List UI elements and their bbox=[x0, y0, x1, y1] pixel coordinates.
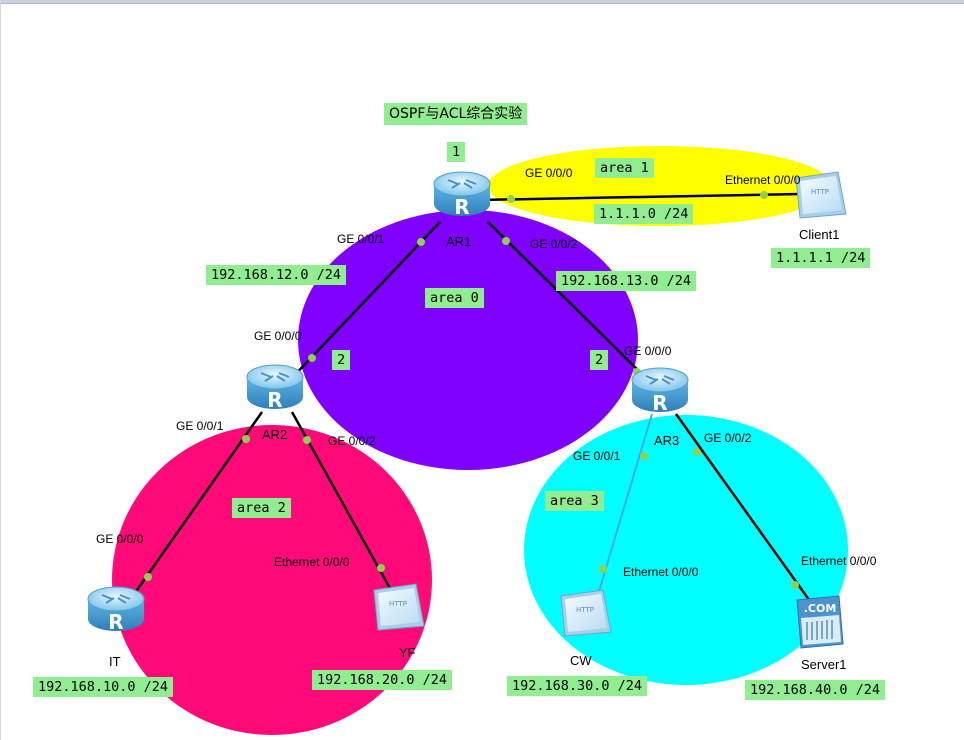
device-name-ar1: AR1 bbox=[446, 234, 472, 249]
port-label-ar2-g001: GE 0/0/1 bbox=[176, 419, 224, 433]
port-label-ar2-g002: GE 0/0/2 bbox=[328, 434, 376, 448]
device-name-cw: CW bbox=[570, 653, 592, 668]
port-label-ar3-g001: GE 0/0/1 bbox=[573, 449, 621, 463]
port-label-server1-eth: Ethernet 0/0/0 bbox=[801, 554, 877, 568]
link-ar1-ar2 bbox=[289, 221, 441, 381]
area-0-region bbox=[298, 210, 638, 470]
area-1-region bbox=[488, 146, 832, 226]
link-ar1-client1 bbox=[477, 192, 801, 202]
link-ar3-server1 bbox=[674, 413, 814, 605]
svg-text:HTTP: HTTP bbox=[811, 188, 829, 196]
device-name-it: IT bbox=[109, 654, 121, 669]
http-client-icon[interactable]: HTTP bbox=[555, 588, 615, 643]
device-name-ar2: AR2 bbox=[262, 427, 288, 442]
network-label-20: 192.168.20.0 /24 bbox=[312, 670, 453, 690]
device-name-client1: Client1 bbox=[799, 227, 840, 242]
router-icon[interactable]: R bbox=[86, 585, 146, 642]
device-name-server1: Server1 bbox=[801, 657, 847, 672]
port-label-ar1-g002: GE 0/0/2 bbox=[530, 237, 578, 251]
area-0-label: area 0 bbox=[425, 288, 484, 308]
area-3-label: area 3 bbox=[545, 491, 604, 511]
network-label-10: 192.168.10.0 /24 bbox=[33, 677, 174, 697]
network-label-13: 192.168.13.0 /24 bbox=[556, 271, 697, 291]
area-2-region bbox=[112, 425, 432, 735]
diagram-title: OSPF与ACL综合实验 bbox=[384, 103, 528, 125]
router-icon[interactable]: R bbox=[630, 366, 690, 423]
device-name-yf: YF bbox=[399, 645, 416, 660]
port-label-ar2-g000: GE 0/0/0 bbox=[254, 329, 302, 343]
port-dot bbox=[242, 435, 250, 443]
port-dot bbox=[417, 238, 425, 246]
network-label-1: 1.1.1.0 /24 bbox=[594, 204, 694, 224]
router-icon[interactable]: R bbox=[432, 170, 492, 227]
router-tag-ar3: 2 bbox=[590, 350, 609, 370]
port-dot bbox=[507, 195, 515, 203]
link-ar2-it bbox=[128, 411, 264, 601]
port-label-ar1-g001: GE 0/0/1 bbox=[337, 232, 385, 246]
port-label-yf-eth: Ethernet 0/0/0 bbox=[274, 555, 350, 569]
network-label-30: 192.168.30.0 /24 bbox=[507, 676, 648, 696]
area-2-label: area 2 bbox=[232, 498, 291, 518]
port-label-client1-eth: Ethernet 0/0/0 bbox=[725, 173, 801, 187]
port-label-it-g000: GE 0/0/0 bbox=[96, 532, 144, 546]
link-ar1-ar3 bbox=[487, 221, 651, 383]
port-dot bbox=[144, 573, 152, 581]
svg-text:HTTP: HTTP bbox=[576, 606, 594, 614]
device-name-ar3: AR3 bbox=[654, 433, 680, 448]
port-dot bbox=[693, 448, 701, 456]
port-label-cw-eth: Ethernet 0/0/0 bbox=[623, 565, 699, 579]
port-dot bbox=[640, 452, 648, 460]
svg-text:HTTP: HTTP bbox=[389, 600, 407, 608]
network-label-40: 192.168.40.0 /24 bbox=[745, 680, 886, 700]
client1-ip-label: 1.1.1.1 /24 bbox=[771, 248, 871, 268]
svg-text:R: R bbox=[454, 195, 469, 219]
router-tag-ar1: 1 bbox=[447, 142, 466, 162]
svg-text:.COM: .COM bbox=[804, 602, 837, 615]
window-left-border bbox=[0, 0, 1, 740]
port-dot bbox=[308, 354, 316, 362]
port-label-ar3-g002: GE 0/0/2 bbox=[704, 431, 752, 445]
port-dot bbox=[760, 191, 768, 199]
svg-text:R: R bbox=[652, 391, 667, 415]
port-dot bbox=[377, 564, 385, 572]
router-icon[interactable]: R bbox=[245, 363, 305, 420]
port-dot bbox=[791, 581, 799, 589]
http-client-icon[interactable]: HTTP bbox=[790, 170, 850, 225]
svg-text:R: R bbox=[267, 388, 282, 412]
port-label-ar1-g000: GE 0/0/0 bbox=[525, 166, 573, 180]
svg-text:R: R bbox=[108, 610, 123, 634]
network-label-12: 192.168.12.0 /24 bbox=[206, 265, 347, 285]
com-server-icon[interactable]: .COM bbox=[793, 594, 847, 655]
area-1-label: area 1 bbox=[595, 158, 654, 178]
window-top-border bbox=[0, 0, 964, 4]
router-tag-ar2: 2 bbox=[332, 350, 351, 370]
port-dot bbox=[502, 237, 510, 245]
port-dot bbox=[599, 565, 607, 573]
port-label-ar3-g000: GE 0/0/0 bbox=[624, 344, 672, 358]
port-dot bbox=[303, 436, 311, 444]
http-client-icon[interactable]: HTTP bbox=[368, 582, 428, 637]
